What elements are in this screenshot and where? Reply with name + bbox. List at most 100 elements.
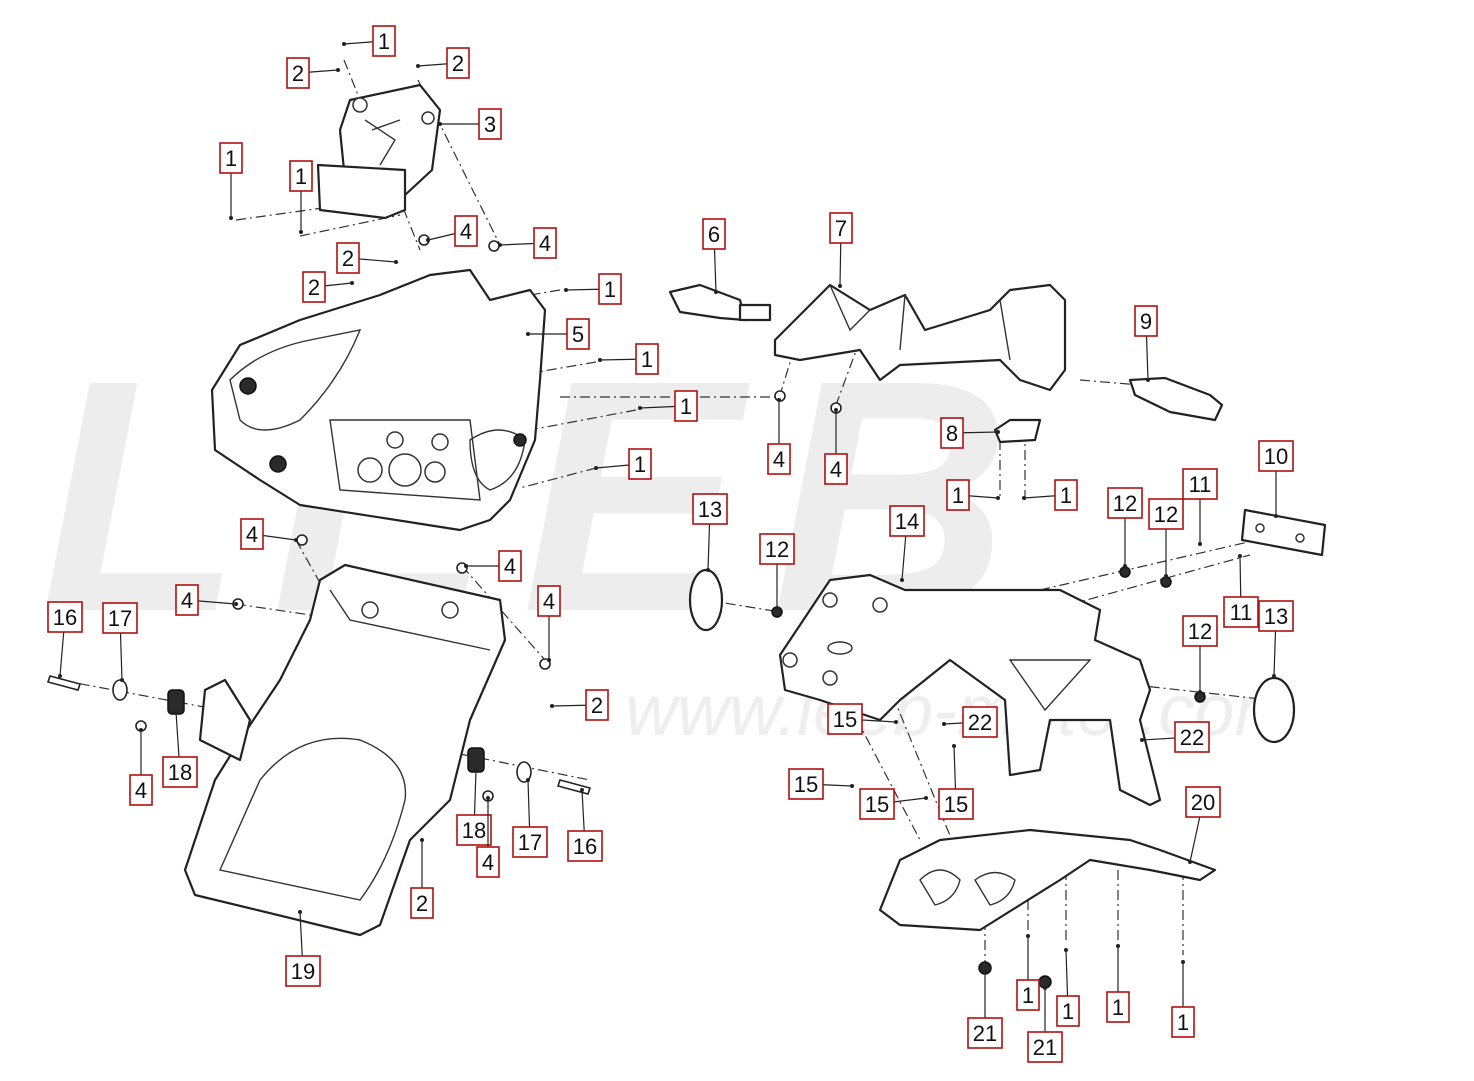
callout-1: 1 (1022, 479, 1078, 511)
callout-12: 12 (759, 533, 795, 610)
callout-number: 1 (1177, 1010, 1189, 1035)
callout-box (692, 493, 728, 525)
callout-leader-end (1116, 944, 1120, 948)
callout-2: 2 (416, 47, 470, 79)
callout-number: 4 (181, 588, 193, 613)
callout-box (829, 212, 853, 244)
callout-4: 4 (476, 796, 500, 878)
callout-18: 18 (162, 710, 198, 788)
callout-number: 21 (1033, 1035, 1057, 1060)
callout-box (454, 215, 478, 247)
callout-number: 21 (973, 1021, 997, 1046)
callout-1: 1 (219, 142, 243, 220)
callout-leader-end (983, 970, 987, 974)
callout-number: 11 (1230, 600, 1253, 625)
callout-16: 16 (567, 788, 603, 862)
callout-number: 4 (460, 219, 472, 244)
callout-2: 2 (410, 838, 434, 919)
callout-number: 10 (1264, 444, 1288, 469)
callout-leader-end (298, 910, 302, 914)
callout-box (240, 518, 264, 550)
callout-number: 16 (573, 834, 597, 859)
callout-leader-end (1238, 554, 1242, 558)
callout-leader-end (498, 243, 502, 247)
callout-box (1054, 479, 1078, 511)
callout-box (102, 602, 138, 634)
callout-box (759, 533, 795, 565)
callout-number: 12 (1154, 502, 1178, 527)
callout-number: 4 (539, 231, 551, 256)
callout-15: 15 (788, 768, 854, 800)
callout-17: 17 (512, 778, 548, 858)
callout-leader-end (1140, 738, 1144, 742)
callout-13: 13 (692, 493, 728, 572)
callout-9: 9 (1134, 305, 1158, 382)
callout-leader-end (336, 68, 340, 72)
callout-leader-end (1188, 860, 1192, 864)
callout-box (302, 271, 326, 303)
callout-leader-end (952, 744, 956, 748)
callout-number: 4 (246, 522, 258, 547)
callout-box (446, 47, 470, 79)
callout-number: 12 (1188, 619, 1212, 644)
callout-number: 22 (968, 710, 992, 735)
callout-leader-end (706, 568, 710, 572)
callout-13: 13 (1258, 600, 1294, 678)
callout-box (219, 142, 243, 174)
callout-leader-end (598, 358, 602, 362)
callout-leader-end (838, 284, 842, 288)
callout-leader-end (526, 332, 530, 336)
callout-leader-end (120, 678, 124, 682)
callout-number: 1 (1062, 999, 1074, 1024)
callout-leader-end (996, 496, 1000, 500)
callout-12: 12 (1107, 487, 1143, 568)
callout-leader-end (1123, 564, 1127, 568)
callout-leader-end (299, 230, 303, 234)
callout-leader-end (550, 704, 554, 708)
callout-number: 12 (765, 537, 789, 562)
callout-3: 3 (438, 108, 502, 140)
callout-number: 5 (572, 322, 584, 347)
callout-11: 11 (1182, 468, 1218, 546)
callout-number: 15 (794, 772, 818, 797)
part-5-rear-cover (210, 268, 547, 532)
callout-leader-end (1181, 960, 1185, 964)
callout-leader-end (834, 408, 838, 412)
callout-box (635, 343, 659, 375)
callout-7: 7 (829, 212, 853, 288)
callout-leader-end (1022, 496, 1026, 500)
part-9-right-indicator (1128, 376, 1224, 422)
part-19-inner-mudguard (183, 563, 507, 937)
callout-2: 2 (302, 271, 354, 303)
callout-leader-end (294, 538, 298, 542)
callout-leader-end (900, 578, 904, 582)
callout-4: 4 (464, 550, 522, 582)
callout-leader-end (775, 606, 779, 610)
callout-box (788, 768, 824, 800)
callout-21: 21 (967, 970, 1003, 1049)
callout-21: 21 (1027, 986, 1063, 1063)
callout-number: 6 (708, 222, 720, 247)
callout-box (289, 160, 313, 192)
callout-leader-end (1064, 948, 1068, 952)
callout-number: 14 (895, 509, 919, 534)
callout-number: 1 (634, 452, 646, 477)
callout-6: 6 (702, 218, 726, 294)
callout-box (1016, 979, 1040, 1011)
callout-box (674, 390, 698, 422)
callout-leader-end (474, 768, 478, 772)
callout-box (1107, 487, 1143, 519)
callout-leader-end (416, 64, 420, 68)
callout-4: 4 (426, 215, 478, 247)
callout-leader-end (1043, 986, 1047, 990)
callout-number: 1 (952, 483, 964, 508)
callout-2: 2 (336, 242, 398, 274)
callout-leader-end (234, 602, 238, 606)
callout-12: 12 (1182, 615, 1218, 694)
callout-4: 4 (175, 584, 238, 616)
callout-leader-end (996, 430, 1000, 434)
callout-box (1027, 1031, 1063, 1063)
callout-leader-end (1198, 542, 1202, 546)
callout-number: 2 (416, 891, 428, 916)
callout-15: 15 (938, 744, 974, 820)
